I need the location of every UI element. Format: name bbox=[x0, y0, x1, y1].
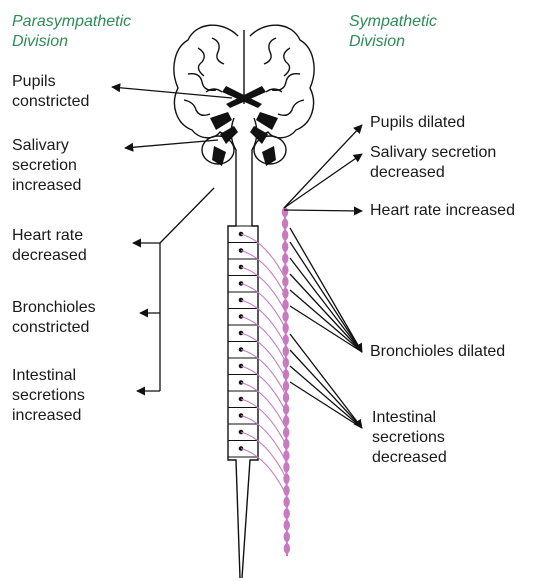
preganglionic-fiber bbox=[241, 251, 286, 297]
sympathetic-ganglion bbox=[282, 230, 288, 240]
sympathetic-ganglion bbox=[283, 381, 289, 391]
cranial-nerve-outflow bbox=[210, 86, 278, 166]
sympathetic-ganglion bbox=[282, 311, 288, 321]
sympathetic-connections bbox=[284, 125, 362, 428]
sympathetic-ganglion bbox=[284, 532, 290, 542]
sympathetic-ganglion bbox=[283, 392, 289, 402]
preganglionic-fiber bbox=[241, 300, 286, 346]
preganglionic-fiber bbox=[241, 350, 286, 396]
sympathetic-ganglion bbox=[283, 346, 289, 356]
sympathetic-ganglion bbox=[282, 288, 288, 298]
sympathetic-ganglion bbox=[282, 207, 288, 217]
sympathetic-ganglion bbox=[283, 508, 289, 518]
sympathetic-ganglion bbox=[282, 253, 288, 263]
preganglionic-fiber bbox=[241, 317, 286, 363]
sympathetic-ganglion bbox=[283, 450, 289, 460]
spinal-segments bbox=[228, 226, 258, 457]
preganglionic-fiber bbox=[241, 284, 286, 330]
sympathetic-ganglion bbox=[284, 520, 290, 530]
sympathetic-ganglion bbox=[283, 462, 289, 472]
preganglionic-fibers bbox=[241, 234, 286, 495]
preganglionic-fiber bbox=[241, 432, 286, 478]
sympathetic-ganglion bbox=[283, 497, 289, 507]
preganglionic-fiber bbox=[241, 234, 286, 280]
sympathetic-ganglion bbox=[283, 416, 289, 426]
sympathetic-ganglion bbox=[283, 334, 289, 344]
sympathetic-ganglion bbox=[283, 485, 289, 495]
sympathetic-ganglion bbox=[283, 439, 289, 449]
spinal-cord-icon bbox=[228, 168, 258, 578]
sympathetic-chain-icon bbox=[282, 207, 290, 556]
preganglionic-fiber bbox=[241, 333, 286, 379]
preganglionic-fiber bbox=[241, 416, 286, 462]
sympathetic-ganglion bbox=[282, 300, 288, 310]
sympathetic-ganglion bbox=[283, 427, 289, 437]
preganglionic-fiber bbox=[241, 383, 286, 429]
sympathetic-ganglion bbox=[282, 276, 288, 286]
sympathetic-ganglion bbox=[283, 358, 289, 368]
preganglionic-fiber bbox=[241, 399, 286, 445]
sympathetic-ganglion bbox=[282, 218, 288, 228]
sympathetic-ganglion bbox=[282, 265, 288, 275]
sympathetic-ganglion bbox=[283, 474, 289, 484]
preganglionic-fiber bbox=[241, 366, 286, 412]
sympathetic-ganglion bbox=[284, 543, 290, 553]
preganglionic-fiber bbox=[241, 267, 286, 313]
sympathetic-ganglion bbox=[282, 242, 288, 252]
parasympathetic-connections bbox=[112, 87, 232, 391]
sympathetic-ganglion bbox=[283, 369, 289, 379]
sympathetic-ganglion bbox=[282, 323, 288, 333]
sympathetic-ganglion bbox=[283, 404, 289, 414]
